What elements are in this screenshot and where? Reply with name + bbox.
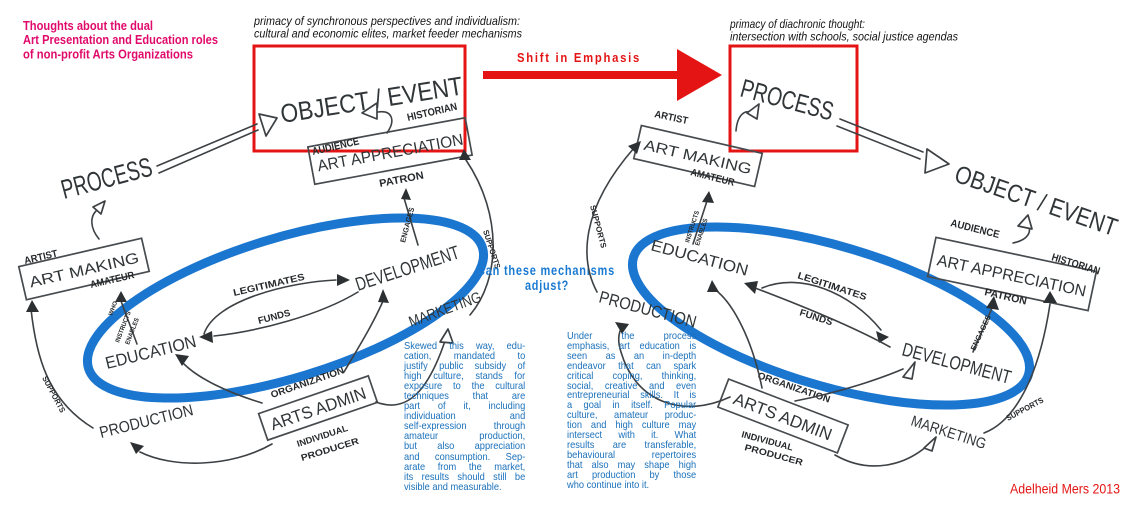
svg-text:Shift in Emphasis: Shift in Emphasis bbox=[517, 50, 641, 65]
svg-text:PROCESS: PROCESS bbox=[58, 152, 156, 205]
svg-text:SUPPORTS: SUPPORTS bbox=[40, 375, 67, 415]
svg-text:adjust?: adjust? bbox=[525, 277, 569, 293]
svg-text:cultural and economic elites,: cultural and economic elites, market fee… bbox=[254, 27, 522, 41]
svg-text:Thoughts about the dual: Thoughts about the dual bbox=[23, 18, 153, 33]
svg-text:PATRON: PATRON bbox=[378, 170, 424, 190]
svg-text:SUPPORTS: SUPPORTS bbox=[588, 204, 608, 249]
svg-text:DEVELOPMENT: DEVELOPMENT bbox=[900, 340, 1014, 389]
svg-text:ARTIST: ARTIST bbox=[23, 249, 59, 267]
svg-text:AUDIENCE: AUDIENCE bbox=[949, 217, 1000, 241]
svg-text:intersection with schools, soc: intersection with schools, social justic… bbox=[730, 30, 958, 44]
svg-text:MARKETING: MARKETING bbox=[909, 413, 988, 453]
svg-text:SUPPORTS: SUPPORTS bbox=[1005, 395, 1046, 422]
svg-text:MARKETING: MARKETING bbox=[407, 289, 484, 331]
svg-text:PRODUCTION: PRODUCTION bbox=[98, 402, 195, 442]
svg-text:primacy of diachronic thought:: primacy of diachronic thought: bbox=[729, 17, 865, 31]
svg-text:OBJECT / EVENT: OBJECT / EVENT bbox=[278, 70, 465, 128]
svg-text:HISTORIAN: HISTORIAN bbox=[1050, 251, 1101, 277]
svg-text:of non-profit Arts Organizatio: of non-profit Arts Organizations bbox=[23, 46, 193, 61]
svg-text:primacy of synchronous perspec: primacy of synchronous perspectives and … bbox=[253, 14, 520, 28]
svg-text:LEGITIMATES: LEGITIMATES bbox=[796, 270, 868, 303]
svg-text:PROCESS: PROCESS bbox=[737, 73, 837, 127]
svg-text:WHO: WHO bbox=[108, 300, 119, 316]
svg-text:ENGAGES: ENGAGES bbox=[398, 206, 416, 243]
svg-text:Adelheid Mers 2013: Adelheid Mers 2013 bbox=[1010, 481, 1120, 497]
svg-text:ART APPRECIATION: ART APPRECIATION bbox=[316, 132, 465, 176]
svg-text:ENGAGES: ENGAGES bbox=[969, 314, 993, 352]
svg-text:ARTIST: ARTIST bbox=[653, 109, 689, 127]
svg-text:Art Presentation and Education: Art Presentation and Education roles bbox=[23, 32, 218, 47]
svg-text:Can these mechanisms: Can these mechanisms bbox=[477, 262, 615, 278]
svg-text:DEVELOPMENT: DEVELOPMENT bbox=[353, 242, 462, 295]
